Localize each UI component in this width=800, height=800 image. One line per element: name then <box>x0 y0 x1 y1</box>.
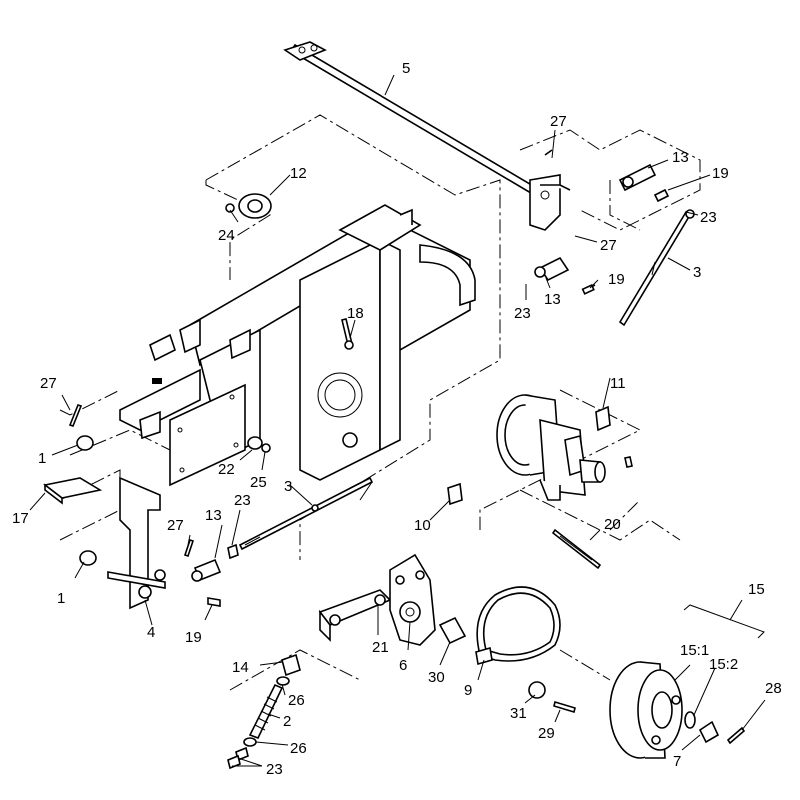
callout-5: 5 <box>402 60 410 77</box>
linkage-upper <box>534 149 670 295</box>
callout-26-upper: 26 <box>288 692 305 709</box>
callout-25: 25 <box>250 474 267 491</box>
callout-15-2: 15:2 <box>709 656 738 673</box>
callout-17: 17 <box>12 510 29 527</box>
callout-23-low: 23 <box>234 492 251 509</box>
brake-band-9 <box>475 586 561 666</box>
bearing-flange-12 <box>225 193 272 219</box>
callout-24: 24 <box>218 227 235 244</box>
callout-31: 31 <box>510 705 527 722</box>
callout-27-top: 27 <box>550 113 567 130</box>
callout-27-mid: 27 <box>600 237 617 254</box>
callout-23-right: 23 <box>700 209 717 226</box>
callout-23-mid: 23 <box>514 305 531 322</box>
callout-21: 21 <box>372 639 389 656</box>
callout-1-lower: 1 <box>57 590 65 607</box>
callout-28: 28 <box>765 680 782 697</box>
callout-9: 9 <box>464 682 472 699</box>
callout-30: 30 <box>428 669 445 686</box>
callout-14: 14 <box>232 659 249 676</box>
callout-19-low: 19 <box>185 629 202 646</box>
callout-1-upper: 1 <box>38 450 46 467</box>
callout-13-top: 13 <box>672 149 689 166</box>
callout-19-top: 19 <box>712 165 729 182</box>
callout-22: 22 <box>218 461 235 478</box>
callout-23-bottom: 23 <box>266 761 283 778</box>
motor-assembly <box>496 394 606 501</box>
rod-5 <box>283 41 571 231</box>
callout-18: 18 <box>347 305 364 322</box>
callout-7: 7 <box>673 753 681 770</box>
callout-2: 2 <box>283 713 291 730</box>
callout-labels: 5 27 13 19 23 27 3 19 13 23 12 24 18 27 … <box>12 60 782 778</box>
small-sleeves <box>447 405 633 570</box>
callout-15-1: 15:1 <box>680 642 709 659</box>
callout-27-low: 27 <box>167 517 184 534</box>
callout-13-low: 13 <box>205 507 222 524</box>
callout-13-mid: 13 <box>544 291 561 308</box>
callout-11: 11 <box>610 375 626 392</box>
rod-3-right <box>618 209 695 327</box>
callout-15: 15 <box>748 581 765 598</box>
callout-12: 12 <box>290 165 307 182</box>
callout-10: 10 <box>414 517 431 534</box>
lever-assembly <box>281 553 467 677</box>
callout-29: 29 <box>538 725 555 742</box>
callout-4: 4 <box>147 624 155 641</box>
callout-20: 20 <box>604 516 621 533</box>
left-parts <box>43 404 195 610</box>
spring-assembly <box>227 676 290 770</box>
group-bracket-15 <box>683 599 765 639</box>
bolt-18 <box>341 318 354 350</box>
callout-6: 6 <box>399 657 407 674</box>
callout-19-mid: 19 <box>608 271 625 288</box>
callout-3-right: 3 <box>693 264 701 281</box>
drum-15 <box>609 661 746 759</box>
callout-3-mid: 3 <box>284 478 292 495</box>
leader-lines <box>29 74 766 767</box>
callout-27-left: 27 <box>40 375 57 392</box>
callout-26-lower: 26 <box>290 740 307 757</box>
plate-bolt-31-29 <box>528 681 576 714</box>
main-frame <box>119 204 476 487</box>
